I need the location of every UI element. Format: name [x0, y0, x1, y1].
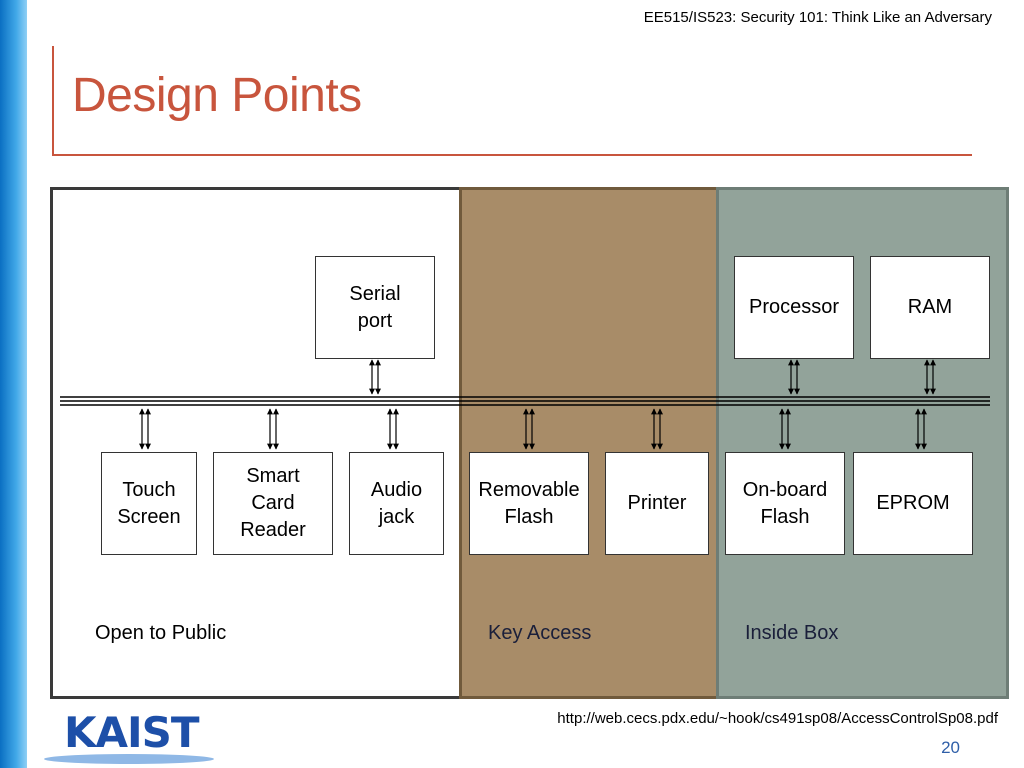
zone-label-open-to-public: Open to Public	[95, 622, 227, 644]
logo-text: KAIST	[64, 708, 200, 757]
connector-smart-card-reader	[267, 408, 279, 450]
connector-printer	[651, 408, 663, 450]
printer-box: Printer	[605, 452, 709, 555]
zone-key-access	[459, 187, 719, 699]
logo-swoosh	[44, 754, 214, 764]
zone-label-inside-box: Inside Box	[745, 622, 839, 644]
course-header: EE515/IS523: Security 101: Think Like an…	[643, 9, 992, 26]
ram-box: RAM	[870, 256, 990, 359]
connector-audio-jack	[387, 408, 399, 450]
system-bus	[60, 396, 990, 406]
connector-onboard-flash	[779, 408, 791, 450]
onboard-flash-box: On-board Flash	[725, 452, 845, 555]
eprom-box: EPROM	[853, 452, 973, 555]
connector-removable-flash	[523, 408, 535, 450]
connector-touch-screen	[139, 408, 151, 450]
reference-url: http://web.cecs.pdx.edu/~hook/cs491sp08/…	[557, 710, 998, 727]
connector-eprom	[915, 408, 927, 450]
removable-flash-box: Removable Flash	[469, 452, 589, 555]
connector-serial-port	[369, 359, 381, 395]
title-rule-horizontal	[52, 154, 972, 156]
left-accent-bar	[0, 0, 27, 768]
smart-card-reader-box: Smart Card Reader	[213, 452, 333, 555]
connector-processor	[788, 359, 800, 395]
audio-jack-box: Audio jack	[349, 452, 444, 555]
page-number: 20	[941, 738, 960, 757]
processor-box: Processor	[734, 256, 854, 359]
title-rule-vertical	[52, 46, 54, 156]
slide-title: Design Points	[72, 69, 362, 122]
touch-screen-box: Touch Screen	[101, 452, 197, 555]
serial-port-box: Serial port	[315, 256, 435, 359]
zone-label-key-access: Key Access	[488, 622, 592, 644]
connector-ram	[924, 359, 936, 395]
